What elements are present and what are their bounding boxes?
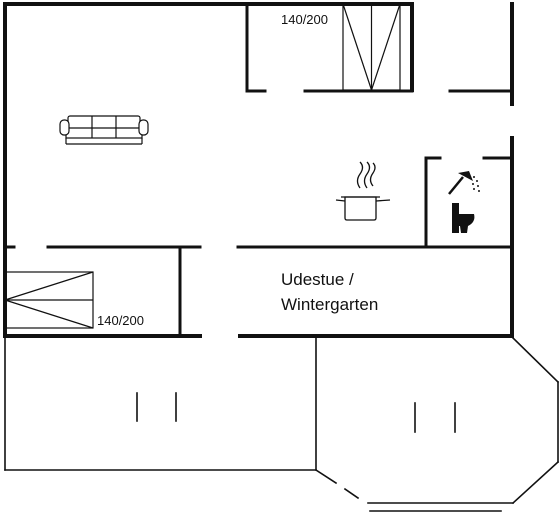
shower-icon (448, 171, 480, 195)
room-label-udestue: Udestue / (281, 270, 354, 289)
outer-walls (3, 2, 514, 338)
window-marks (136, 392, 456, 433)
bed-icon (342, 3, 401, 91)
room-label-wintergarten: Wintergarten (281, 295, 379, 314)
bed-size-label-top: 140/200 (281, 12, 328, 27)
annex-walls (4, 336, 560, 512)
bed-size-label-left: 140/200 (97, 313, 144, 328)
sofa-icon (59, 115, 149, 145)
inner-walls (3, 2, 514, 338)
bed-icon (4, 271, 94, 329)
toilet-icon (452, 203, 475, 233)
cooking-pot-icon (335, 161, 391, 221)
